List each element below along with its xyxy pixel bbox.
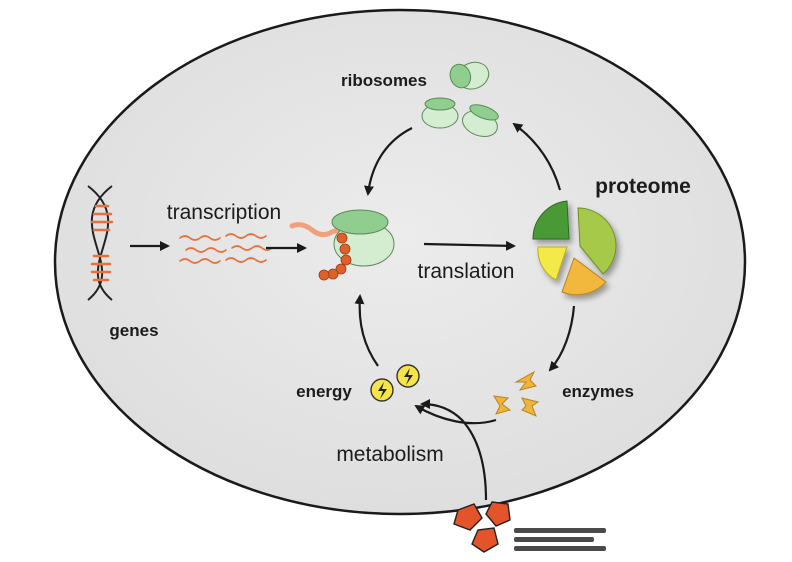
genes-label: genes bbox=[109, 321, 158, 340]
cell-membrane bbox=[53, 8, 747, 516]
ribosomes-label: ribosomes bbox=[341, 71, 427, 90]
proteome-slice-dark-green bbox=[532, 200, 570, 240]
arrow-proteome-to-ribosomes bbox=[512, 122, 562, 191]
proteome-slice-light-green bbox=[577, 207, 617, 275]
lightning-bolt-icon bbox=[370, 364, 420, 402]
enzymes-icon bbox=[493, 370, 540, 417]
transcription-label: transcription bbox=[167, 201, 281, 224]
blurred-label-text bbox=[514, 528, 606, 551]
proteome-label: proteome bbox=[595, 175, 691, 198]
arrow-translation bbox=[423, 240, 516, 251]
arrow-energy-to-ribosome bbox=[354, 294, 379, 367]
energy-label: energy bbox=[296, 382, 352, 401]
enzymes-label: enzymes bbox=[562, 382, 634, 401]
arrow-proteome-to-enzymes bbox=[548, 305, 576, 372]
pentagon-nutrient-icon bbox=[453, 501, 511, 553]
arrow-nutrients-to-energy bbox=[420, 399, 488, 501]
proteome-slice-orange bbox=[561, 257, 607, 296]
translation-label: translation bbox=[418, 260, 515, 283]
proteome-slice-yellow bbox=[537, 246, 568, 281]
proteome-pie-chart bbox=[532, 200, 617, 296]
metabolism-label: metabolism bbox=[336, 443, 443, 466]
ribosomes-cluster-icon bbox=[421, 61, 499, 137]
mrna-transcripts-icon bbox=[179, 233, 273, 264]
arrow-ribosomes-to-ribosome bbox=[364, 127, 413, 196]
arrow-enzymes-to-energy bbox=[414, 404, 497, 425]
translating-ribosome-icon bbox=[289, 209, 395, 281]
dna-double-helix-icon bbox=[87, 185, 114, 301]
